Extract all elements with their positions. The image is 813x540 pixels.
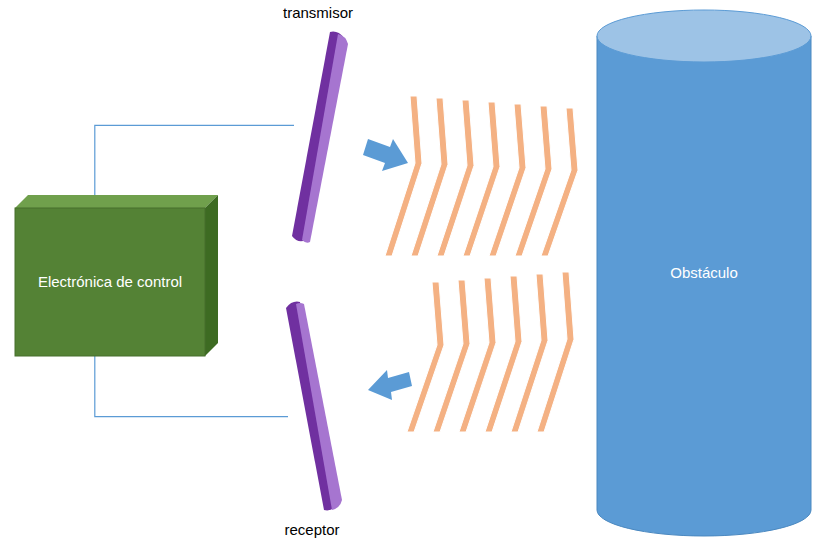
label-wrap: Obstáculo	[607, 10, 801, 536]
node-label: Electrónica de control	[38, 272, 182, 292]
emit-arrow	[363, 139, 408, 171]
wave-band	[463, 102, 500, 256]
node-label: Obstáculo	[670, 263, 738, 283]
disc-edge	[302, 34, 348, 243]
box-front	[15, 208, 205, 356]
wire	[95, 125, 294, 195]
part-label: transmisor	[283, 3, 353, 23]
wave-band	[515, 106, 552, 256]
box-side	[205, 195, 218, 356]
wave-band	[459, 278, 496, 432]
wave-band	[511, 274, 548, 432]
box-top	[15, 195, 218, 208]
wave-band	[407, 282, 444, 432]
node-outline	[280, 300, 344, 512]
disc-edge	[296, 303, 342, 510]
wave-band	[485, 276, 522, 432]
receiver-disc: receptor	[280, 300, 344, 512]
wave-band	[433, 280, 470, 432]
wave-band	[541, 108, 578, 256]
cylinder-top	[597, 10, 811, 62]
wave-band	[385, 96, 422, 256]
wave-band	[489, 104, 526, 256]
obstacle-cylinder: Obstáculo	[597, 10, 811, 536]
wave-band	[437, 100, 474, 256]
ultrasound-waves	[385, 96, 578, 432]
wave-band	[537, 272, 574, 432]
wire	[95, 356, 288, 417]
wave-band	[411, 98, 448, 256]
cylinder-body	[597, 36, 811, 536]
control-box: Electrónica de control	[15, 208, 205, 356]
receive-arrow	[368, 370, 412, 400]
transmitter-disc: transmisor	[286, 30, 350, 242]
part-label: receptor	[284, 520, 339, 540]
node-outline	[286, 30, 350, 242]
label-wrap: Electrónica de control	[25, 208, 195, 356]
